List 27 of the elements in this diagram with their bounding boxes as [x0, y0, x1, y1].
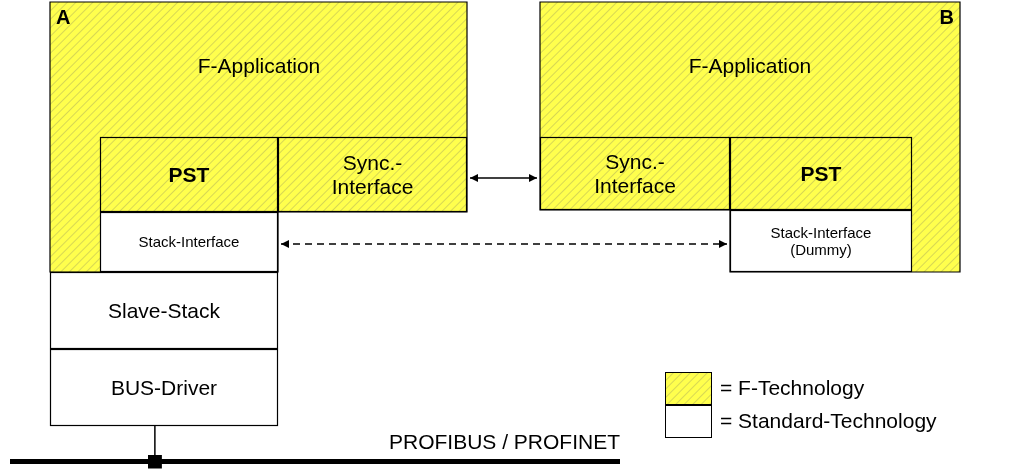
box-label: Slave-Stack [106, 298, 221, 323]
pst-box [730, 137, 912, 210]
connector-arrow [469, 174, 538, 182]
pst-box [100, 137, 278, 212]
block-title: F-Application [687, 54, 813, 79]
box-label: PST [799, 161, 843, 186]
box-label: Stack-Interface (Dummy) [769, 223, 873, 259]
box-label: Stack-Interface [137, 233, 241, 251]
block-letter: B [939, 6, 954, 29]
f-technology-block [540, 2, 960, 272]
box-label: Sync.-Interface [593, 149, 677, 198]
block-title: F-Application [196, 54, 322, 79]
legend-label: = Standard-Technology [720, 409, 937, 433]
box-label: Sync.-Interface [330, 150, 415, 199]
connector-arrow [280, 240, 728, 248]
box-label: BUS-Driver [109, 375, 219, 400]
bus-label: PROFIBUS / PROFINET [388, 429, 620, 454]
legend-label: = F-Technology [720, 376, 865, 400]
interface-box [730, 210, 912, 272]
box-label: PST [167, 162, 211, 187]
interface-box [100, 212, 278, 272]
stack-box [50, 272, 278, 349]
f-technology-block [50, 2, 467, 272]
driver-box [50, 349, 278, 426]
interface-box [540, 137, 730, 210]
block-letter: A [56, 6, 71, 29]
interface-box [278, 137, 467, 212]
